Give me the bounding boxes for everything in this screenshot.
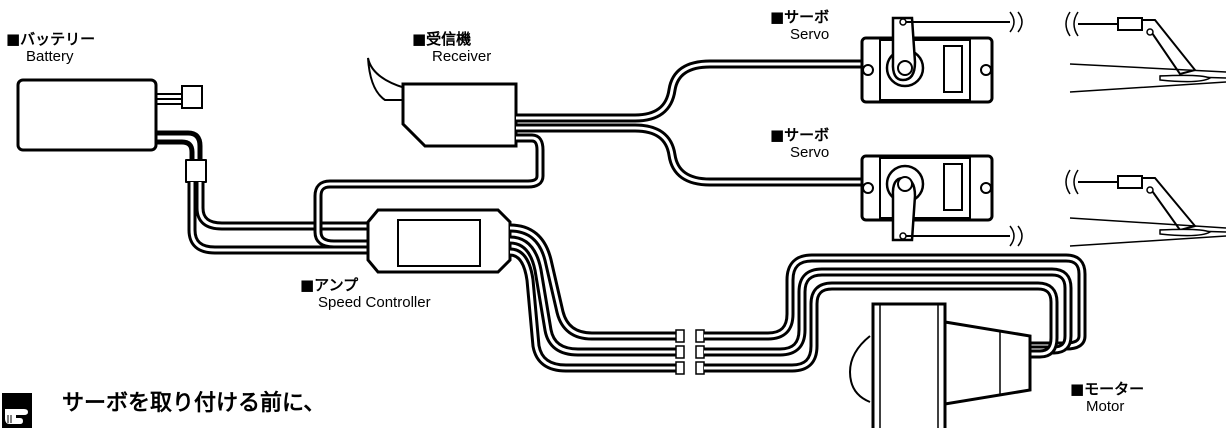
servo-top: [860, 11, 1023, 104]
speed-controller: [366, 208, 512, 274]
servo-bottom-label-jp: ■サーボ: [770, 126, 830, 144]
speed-controller-label: ■アンプ Speed Controller: [300, 276, 431, 312]
motor-label-en: Motor: [1086, 398, 1125, 415]
receiver-label: ■受信機 Receiver: [412, 30, 491, 66]
battery-label-en: Battery: [26, 48, 74, 65]
servo-bottom-label: ■サーボ Servo: [770, 126, 829, 162]
linkage-top: [1065, 11, 1226, 93]
note-line-1: サーボを取り付ける前に、: [62, 391, 326, 416]
receiver-label-en: Receiver: [432, 48, 492, 65]
motor-label-jp: ■モーター: [1070, 380, 1145, 398]
motor-label: ■モーター Motor: [1070, 380, 1144, 416]
pointing-hand-icon: [2, 393, 32, 428]
motor: [848, 302, 1032, 428]
speed-controller-label-jp: ■アンプ: [300, 276, 359, 294]
speed-controller-label-en: Speed Controller: [318, 294, 431, 311]
battery-label: ■バッテリー Battery: [6, 30, 95, 66]
receiver-esc-wire: [313, 133, 545, 249]
receiver-label-jp: ■受信機: [412, 30, 472, 48]
servo-bottom-label-en: Servo: [790, 144, 830, 161]
servo-top-label: ■サーボ Servo: [770, 8, 829, 44]
receiver: [367, 57, 518, 148]
battery-wires: [156, 130, 370, 255]
battery-label-jp: ■バッテリー: [6, 30, 96, 48]
motor-wires: [509, 223, 1087, 375]
servo-bottom: [860, 154, 1023, 247]
servo-top-label-jp: ■サーボ: [770, 8, 830, 26]
linkage-bottom: [1065, 169, 1226, 247]
servo-wires: [516, 59, 862, 187]
note-text: サーボを取り付ける前に、: [62, 388, 325, 420]
servo-top-label-en: Servo: [790, 26, 830, 43]
battery: [16, 78, 203, 152]
